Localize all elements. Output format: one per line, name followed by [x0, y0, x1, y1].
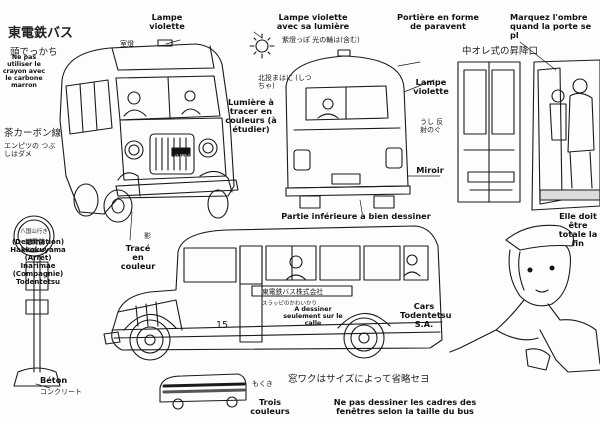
callout-leader-lines: [35, 31, 557, 389]
bus-rear-view: [285, 49, 411, 209]
label-lampe-violette-right: Lampe violette: [413, 77, 449, 96]
mokume-jp: もくき: [252, 380, 273, 388]
label-portiere: Portière en forme de paravent: [397, 12, 479, 31]
label-partie-inferieure: Partie inférieure à bien dessiner: [281, 211, 431, 221]
label-marquez: Marquez l'ombre quand la porte se pl: [510, 12, 592, 40]
mirror-note-jp: うし 反射のぐ: [420, 118, 444, 134]
folding-door-drawing: [457, 61, 521, 203]
stop-sign-stop-jp: 稲荷前: [25, 238, 45, 246]
route-number: 15: [216, 320, 229, 331]
open-door-with-figures: [531, 59, 600, 211]
lamp-note-left-jp: 北投まはに (しつちゃ): [258, 74, 312, 90]
destination-plate-jp: 八国山: [174, 154, 193, 161]
stop-sign-title-jp: 八国山行き: [20, 229, 48, 235]
label-destination: (Destination) Hakkokuyama (Arrêt) Inarim…: [10, 238, 66, 286]
small-bus-color-bands: [159, 373, 247, 410]
bus-side-view: [103, 225, 443, 361]
pencil-note-jp: エンピツの つぶしはダメ: [4, 142, 56, 158]
bus-front-view: [59, 39, 239, 223]
label-cars-todentetsu: Cars Todentetsu S.A.: [400, 301, 452, 329]
subtitle-jp: 頭でっかち: [10, 47, 58, 58]
label-trace-couleur: Tracé en couleur: [120, 243, 156, 271]
label-ne-pas-dessiner: Ne pas dessiner les cadres des fenêtres …: [333, 397, 477, 416]
label-elle-doit: Elle doit être totale la fin: [558, 211, 598, 248]
label-beton: Béton: [40, 375, 68, 385]
bus-conductress-figure: [449, 224, 600, 373]
label-a-dessiner: A dessiner seulement sur le calle: [283, 306, 343, 327]
side-sign-small-jp: スラッピのかわいかり: [262, 301, 318, 307]
door-note-jp: 中オレ式の昇降口: [462, 46, 539, 57]
label-ne-pas-utiliser: Ne pas utiliser le crayon avec le carbon…: [2, 54, 46, 89]
label-lumiere-tracer: Lumière à tracer en couleurs (à étudier): [225, 97, 277, 134]
carbon-note-jp: 茶カーボン線: [4, 128, 62, 139]
kage-jp: 影: [144, 232, 151, 240]
concrete-jp: コンクリート: [40, 388, 82, 396]
lamp-sunburst-icon: [249, 33, 275, 59]
label-lampe-violette-lumiere: Lampe violette avec sa lumière: [276, 12, 350, 31]
window-note-jp: 窓ワクはサイズによって省略セヨ: [288, 374, 430, 385]
label-miroir: Miroir: [416, 165, 444, 175]
title-jp: 東電鉄バス: [8, 26, 74, 41]
label-lampe-violette-top: Lampe violette: [149, 12, 185, 31]
label-trois-couleurs: Trois couleurs: [250, 397, 290, 416]
stop-sign-company-jp: 東電鉄バス: [21, 248, 47, 254]
side-sign-jp: 東電鉄バス株式会社: [262, 288, 324, 296]
lamp-note-top-jp: 室燈: [120, 40, 134, 48]
lamp-note-mid-jp: 紫燈っぽ 光の輪は(含む): [282, 36, 360, 44]
bus-stop-sign: [13, 215, 61, 387]
